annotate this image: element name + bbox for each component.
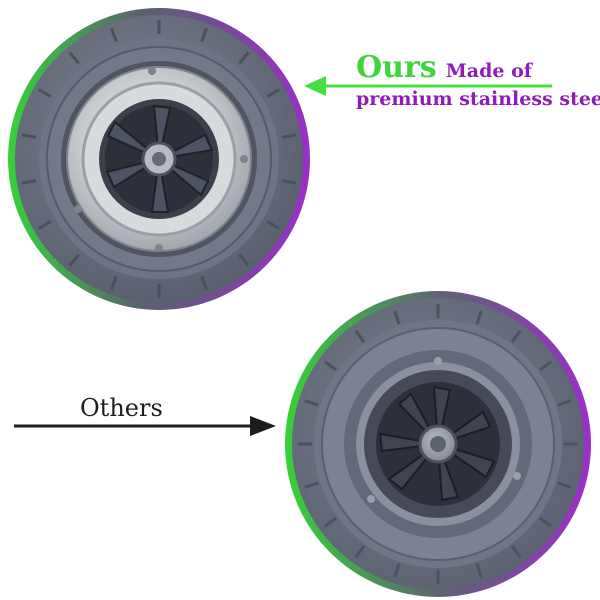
others-label: Others	[80, 394, 163, 422]
material-label: premium stainless steel	[356, 88, 600, 110]
made-of-label: Made of	[445, 60, 532, 82]
ours-callout: Ours Made of	[356, 50, 532, 85]
green-left-arrow-icon	[304, 76, 552, 96]
black-right-arrow-icon	[14, 416, 276, 436]
others-blade-base-photo	[285, 291, 591, 597]
ours-label: Ours	[356, 50, 437, 85]
ours-blade-base-photo	[8, 8, 310, 310]
